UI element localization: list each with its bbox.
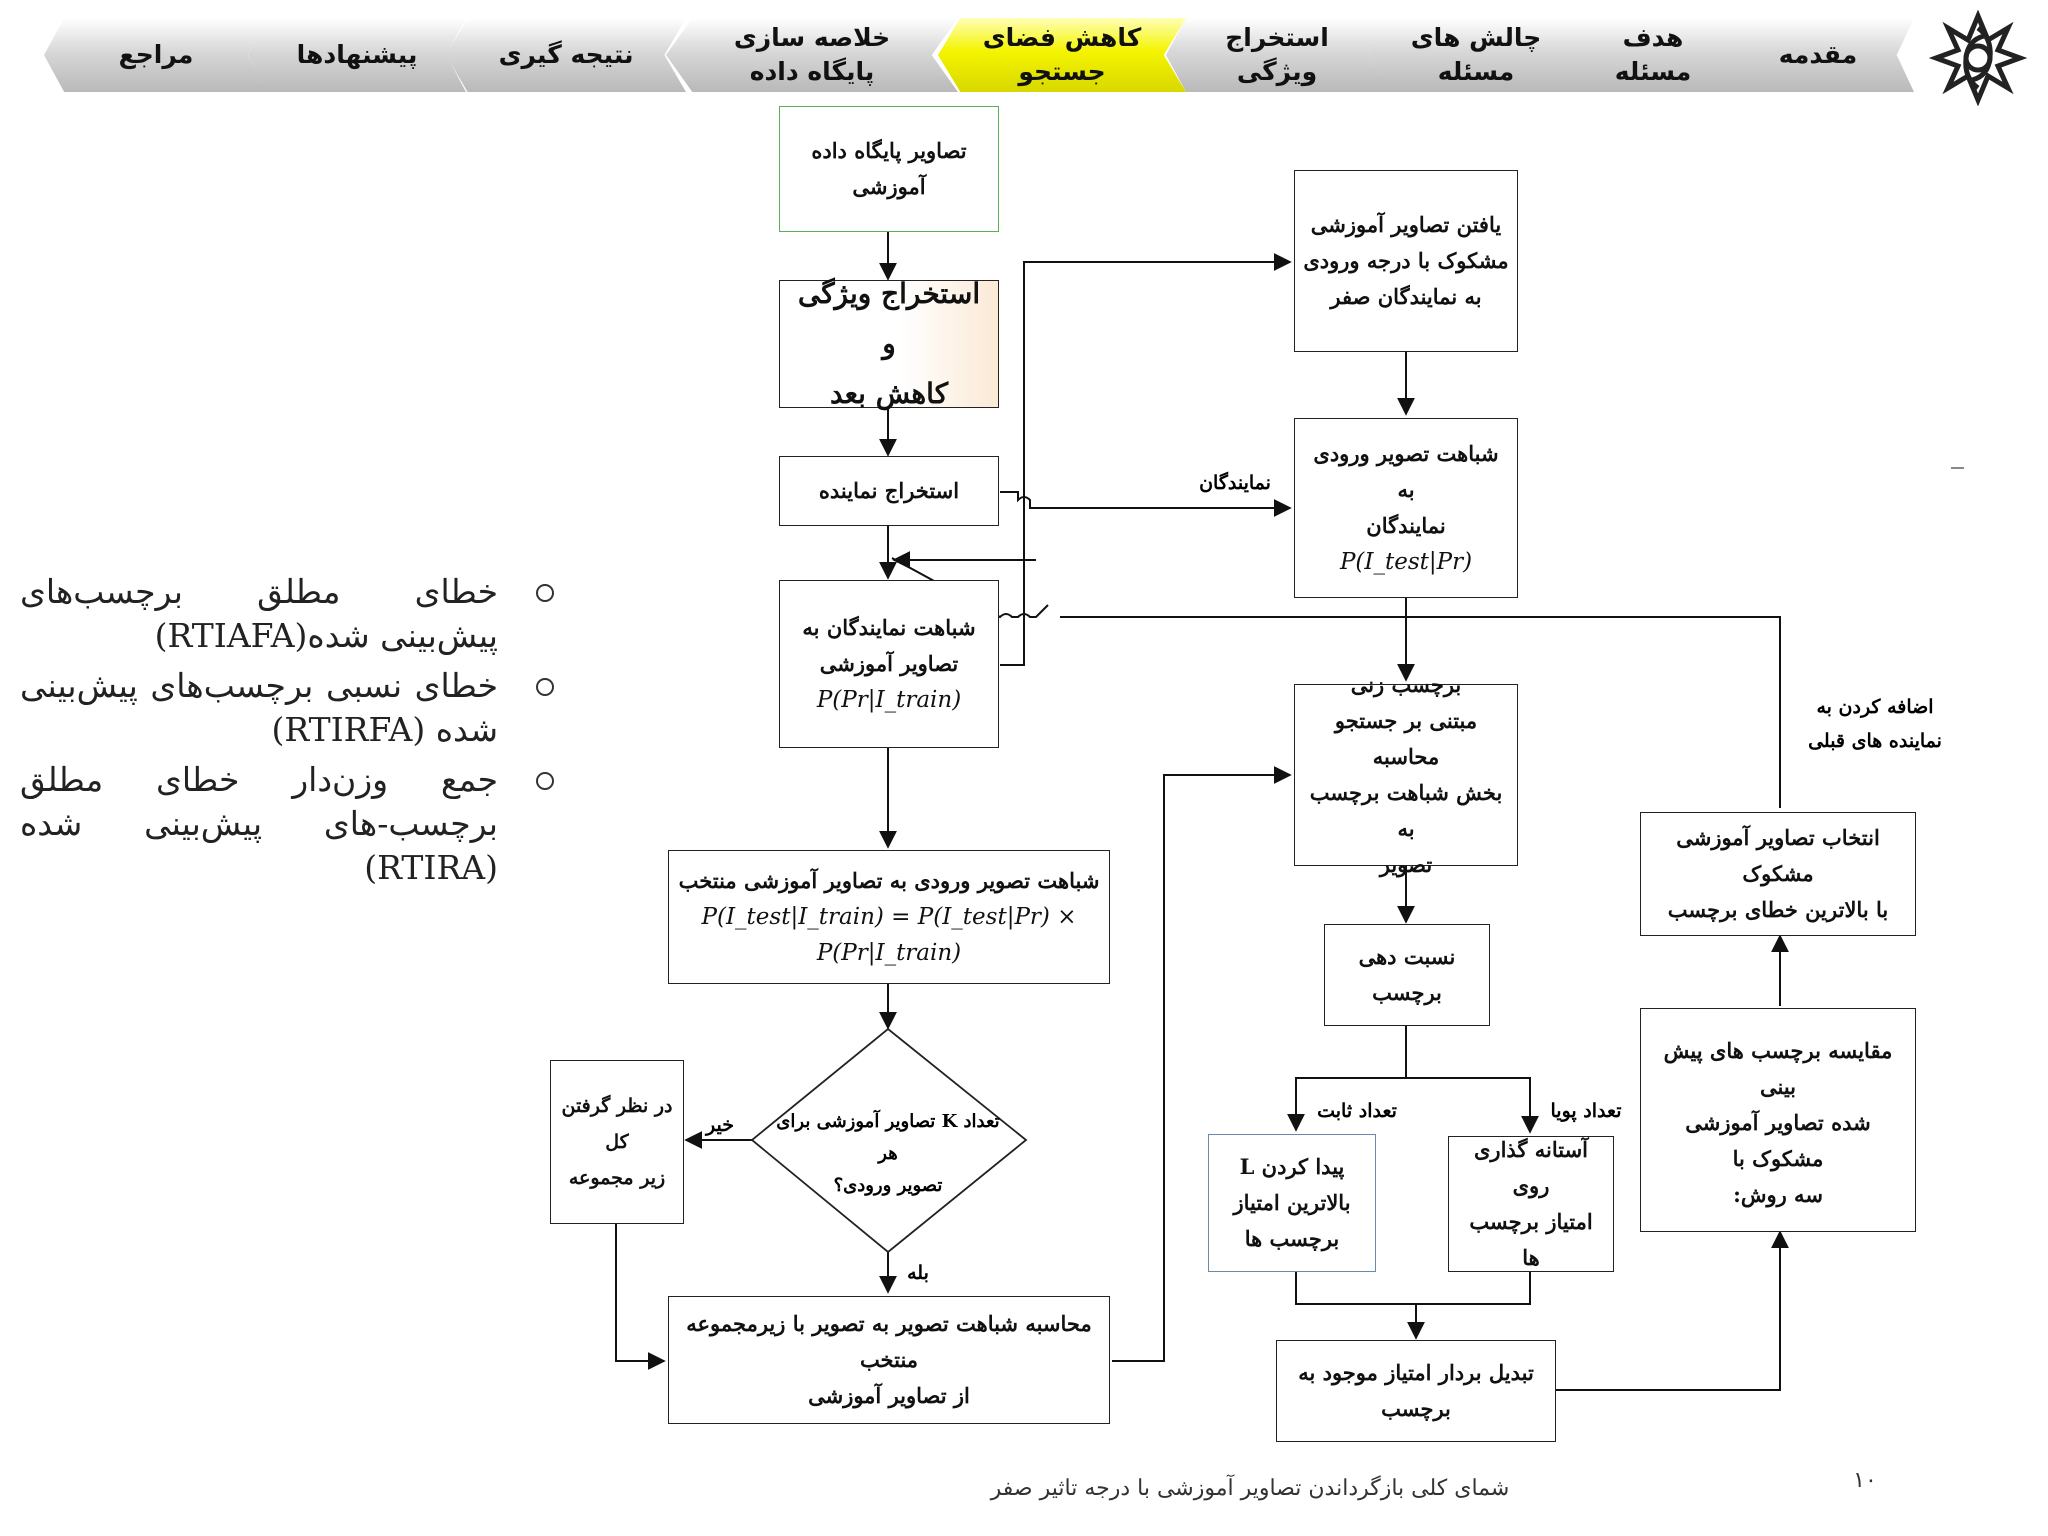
box-text: یافتن تصاویر آموزشی مشکوک با درجه ورودی … <box>1303 212 1509 309</box>
box-test-representative-similarity: شباهت تصویر ورودی به نمایندگان P(I_test|… <box>1294 418 1518 598</box>
box-text: برچسب زنی مبتنی بر جستجو محاسبه بخش شباه… <box>1309 672 1503 877</box>
formula-rep-train: P(Pr|I_train) <box>816 687 962 713</box>
box-whole-subset: در نظر گرفتن کل زیر مجموعه <box>550 1060 684 1224</box>
tab-introduction[interactable]: مقدمه <box>1722 18 1914 92</box>
box-text: در نظر گرفتن کل زیر مجموعه <box>561 1095 673 1189</box>
box-text: آستانه گذاری روی امتیاز برچسب ها <box>1469 1137 1593 1270</box>
decision-text: تعداد K تصاویر آموزشی برای هر تصویر ورود… <box>776 1111 1000 1196</box>
tab-label: خلاصه سازی پایگاه داده <box>733 23 891 86</box>
tab-problem-goal[interactable]: هدف مسئله <box>1564 18 1742 92</box>
box-text: نسبت دهی برچسب <box>1358 944 1456 1005</box>
tab-search-space-reduction[interactable]: کاهش فضای جستجو <box>938 18 1186 92</box>
label-fixed-count: تعداد ثابت <box>1317 1100 1397 1122</box>
label-add-to-representatives: اضافه کردن به نماینده های قبلی <box>1808 696 1942 752</box>
figure-caption: شمای کلی بازگرداندن تصاویر آموزشی با درج… <box>990 1476 1510 1501</box>
tab-label: نتیجه گیری <box>498 40 634 69</box>
tab-label: هدف مسئله <box>1614 23 1692 86</box>
box-representative-train-similarity: شباهت نمایندگان به تصاویر آموزشی P(Pr|I_… <box>779 580 999 748</box>
label-yes: بله <box>907 1262 929 1284</box>
list-item: خطای مطلق برچسب‌های پیش‌بینی شده(RTIAFA) <box>20 570 560 658</box>
box-test-train-similarity: شباهت تصویر ورودی به تصاویر آموزشی منتخب… <box>668 850 1110 984</box>
box-text: تبدیل بردار امتیاز موجود به برچسب <box>1298 1360 1534 1421</box>
formula-test-train: P(I_test|I_train) = P(I_test|Pr) × P(Pr|… <box>701 904 1077 966</box>
box-train-database: تصاویر پایگاه داده آموزشی <box>779 106 999 232</box>
section-nav: مقدمه هدف مسئله چالش های مسئله استخراج و… <box>0 0 2048 110</box>
tab-suggestions[interactable]: پیشنهادها <box>248 18 466 92</box>
box-text: استخراج نماینده <box>818 478 960 503</box>
list-item: خطای نسبی برچسب‌های پیش‌بینی شده (RTIRFA… <box>20 664 560 752</box>
formula-test-rep: P(I_test|Pr) <box>1339 549 1473 575</box>
label-representatives: نمایندگان <box>1199 472 1271 494</box>
tab-label: مقدمه <box>1778 40 1858 69</box>
box-text: استخراج ویژگی و کاهش بعد <box>797 277 981 410</box>
tab-label: استخراج ویژگی <box>1225 23 1329 86</box>
error-measures-list: خطای مطلق برچسب‌های پیش‌بینی شده(RTIAFA)… <box>20 570 560 896</box>
list-item-text: خطای مطلق برچسب‌های پیش‌بینی شده(RTIAFA) <box>20 572 498 655</box>
box-top-l-labels: پیدا کردن L بالاترین امتیاز برچسب ها <box>1208 1134 1376 1272</box>
box-text: مقایسه برچسب های پیش بینی شده تصاویر آمو… <box>1663 1038 1893 1207</box>
box-select-suspect-images: انتخاب تصاویر آموزشی مشکوک با بالاترین خ… <box>1640 812 1916 936</box>
tab-references[interactable]: مراجع <box>44 18 268 92</box>
list-item-text: خطای نسبی برچسب‌های پیش‌بینی شده (RTIRFA… <box>20 666 498 749</box>
box-label-threshold: آستانه گذاری روی امتیاز برچسب ها <box>1448 1136 1614 1272</box>
box-text: شباهت نمایندگان به تصاویر آموزشی <box>802 615 976 676</box>
circle-bullet-icon <box>536 772 554 790</box>
tab-conclusion[interactable]: نتیجه گیری <box>446 18 686 92</box>
list-item: جمع وزن‌دار خطای مطلق برچسب-های پیش‌بینی… <box>20 758 560 890</box>
tab-database-summarization[interactable]: خلاصه سازی پایگاه داده <box>666 18 958 92</box>
box-text: شباهت تصویر ورودی به نمایندگان <box>1313 441 1499 538</box>
tab-label: مراجع <box>118 40 194 69</box>
box-representative-extraction: استخراج نماینده <box>779 456 999 526</box>
box-text: انتخاب تصاویر آموزشی مشکوک با بالاترین خ… <box>1667 825 1889 922</box>
tab-problem-challenges[interactable]: چالش های مسئله <box>1368 18 1584 92</box>
box-convert-score-vector: تبدیل بردار امتیاز موجود به برچسب <box>1276 1340 1556 1442</box>
list-item-text: جمع وزن‌دار خطای مطلق برچسب-های پیش‌بینی… <box>20 760 498 887</box>
label-dynamic-count: تعداد پویا <box>1550 1100 1622 1122</box>
tab-feature-extraction[interactable]: استخراج ویژگی <box>1166 18 1388 92</box>
university-logo-icon <box>1928 10 2028 106</box>
box-text: پیدا کردن L بالاترین امتیاز برچسب ها <box>1233 1154 1351 1251</box>
tab-label: چالش های مسئله <box>1410 23 1542 86</box>
box-text: محاسبه شباهت تصویر به تصویر با زیرمجموعه… <box>686 1311 1092 1408</box>
box-text: تصاویر پایگاه داده آموزشی <box>811 138 967 199</box>
page-number: ۱۰ <box>1853 1468 1877 1493</box>
box-feature-extraction: استخراج ویژگی و کاهش بعد <box>779 277 999 410</box>
box-compute-similarity: محاسبه شباهت تصویر به تصویر با زیرمجموعه… <box>668 1296 1110 1424</box>
box-compare-predicted-labels: مقایسه برچسب های پیش بینی شده تصاویر آمو… <box>1640 1008 1916 1232</box>
tab-label: کاهش فضای جستجو <box>982 23 1142 86</box>
stray-dash <box>1951 467 1964 469</box>
box-find-suspect-images: یافتن تصاویر آموزشی مشکوک با درجه ورودی … <box>1294 170 1518 352</box>
circle-bullet-icon <box>536 584 554 602</box>
box-search-based-labeling: برچسب زنی مبتنی بر جستجو محاسبه بخش شباه… <box>1294 672 1518 877</box>
circle-bullet-icon <box>536 678 554 696</box>
box-assign-label: نسبت دهی برچسب <box>1324 924 1490 1026</box>
label-no: خیر <box>706 1114 734 1136</box>
tab-label: پیشنهادها <box>296 40 418 69</box>
box-text: شباهت تصویر ورودی به تصاویر آموزشی منتخب <box>678 868 1100 893</box>
